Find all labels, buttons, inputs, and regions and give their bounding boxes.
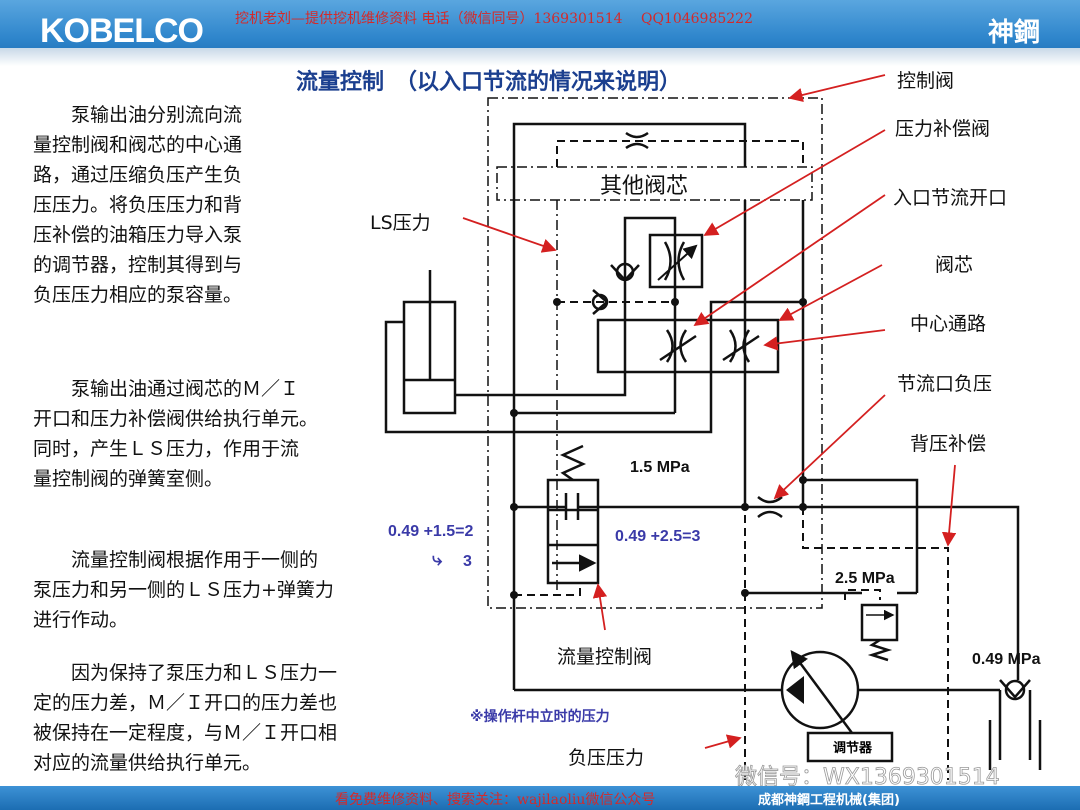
contact-info: 挖机老刘—提供挖机维修资料 电话（微信同号）1369301514 QQ10469… — [235, 11, 753, 27]
text-line: 路，通过压缩负压产生负 — [33, 164, 243, 186]
ls-pressure-label: LS压力 — [370, 212, 431, 234]
calc-left-result: 3 — [463, 553, 472, 570]
text-line: 泵输出油通过阀芯的Ｍ／Ｉ — [33, 378, 300, 400]
text-line: 因为保持了泵压力和ＬＳ压力一 — [33, 662, 338, 684]
callout-pressure-comp-valve: 压力补偿阀 — [895, 118, 990, 140]
pressure-comp-valve — [648, 233, 704, 289]
text-line: 的调节器，控制其得到与 — [33, 254, 243, 276]
text-line: 对应的流量供给执行单元。 — [33, 752, 262, 774]
text-line: 泵输出油分别流向流 — [33, 104, 243, 126]
kobelco-logo: KOBELCO — [40, 12, 204, 50]
other-spools-label: 其他阀芯 — [600, 174, 688, 199]
neutral-note: ※操作杆中立时的压力 — [470, 708, 610, 725]
paragraph-2: 泵输出油通过阀芯的Ｍ／Ｉ 开口和压力补偿阀供给执行单元。 同时，产生ＬＳ压力，作… — [33, 374, 318, 494]
footer-brand: 成都神鋼工程机械(集团) — [758, 793, 900, 808]
flow-control-valve-label: 流量控制阀 — [557, 646, 652, 668]
callout-inlet-throttle: 入口节流开口 — [893, 187, 1007, 209]
curved-arrow-icon: ⤷ — [432, 549, 443, 569]
brand-cn-logo: 神鋼 — [987, 18, 1040, 48]
text-line: 负压压力相应的泵容量。 — [33, 284, 243, 306]
paragraph-3: 流量控制阀根据作用于一侧的 泵压力和另一侧的ＬＳ压力+弹簧力 进行作动。 — [33, 545, 334, 635]
callout-back-pressure: 背压补偿 — [910, 433, 986, 455]
control-valve-box — [487, 97, 823, 609]
footer-band — [0, 786, 1080, 810]
regulator-box — [806, 731, 894, 763]
footer-text: 看免费维修资料、搜索关注：wajilaoliu微信公众号 — [335, 792, 656, 808]
text-line: 开口和压力补偿阀供给执行单元。 — [33, 408, 319, 430]
callout-spool: 阀芯 — [935, 254, 973, 276]
text-line: 泵压力和另一侧的ＬＳ压力+弹簧力 — [33, 579, 334, 601]
flow-control-valve — [546, 444, 600, 585]
pump-icon — [780, 650, 860, 730]
calc-left: 0.49 +1.5=2 — [388, 523, 474, 540]
check-valve-icon — [1004, 679, 1026, 701]
regulator-label: 调节器 — [833, 740, 873, 756]
text-line: 量控制阀的弹簧室侧。 — [33, 468, 224, 490]
paragraph-1: 泵输出油分别流向流 量控制阀和阀芯的中心通 路，通过压缩负压产生负 压压力。将负… — [33, 100, 242, 310]
slide-title: 流量控制 （以入口节流的情况来说明） — [296, 70, 682, 95]
calc-right: 0.49 +2.5=3 — [615, 528, 701, 545]
text-line: 定的压力差，Ｍ／Ｉ开口的压力差也 — [33, 692, 338, 714]
text-line: 进行作动。 — [33, 609, 129, 631]
negative-pressure-label: 负压压力 — [568, 747, 644, 769]
text-line: 量控制阀和阀芯的中心通 — [33, 134, 243, 156]
check-pressure-label: 0.49 MPa — [972, 651, 1041, 668]
text-line: 被保持在一定程度，与Ｍ／Ｉ开口相 — [33, 722, 338, 744]
other-spools-box — [496, 166, 813, 201]
relief-valve — [860, 603, 899, 642]
spring-pressure-label: 1.5 MPa — [630, 459, 690, 476]
relief-pressure-label: 2.5 MPa — [835, 570, 895, 587]
text-line: 压补偿的油箱压力导入泵 — [33, 224, 243, 246]
text-line: 同时，产生ＬＳ压力，作用于流 — [33, 438, 300, 460]
callout-orifice-negative: 节流口负压 — [897, 373, 992, 395]
text-line: 流量控制阀根据作用于一侧的 — [33, 549, 319, 571]
callout-arrows — [462, 74, 957, 749]
callout-control-valve: 控制阀 — [897, 70, 954, 92]
paragraph-4: 因为保持了泵压力和ＬＳ压力一 定的压力差，Ｍ／Ｉ开口的压力差也 被保持在一定程度… — [33, 658, 337, 778]
cylinder — [402, 270, 457, 415]
orifice-icon — [625, 131, 649, 150]
callout-center-passage: 中心通路 — [910, 313, 986, 335]
header-shade — [0, 48, 1080, 66]
text-line: 压压力。将负压压力和背 — [33, 194, 243, 216]
